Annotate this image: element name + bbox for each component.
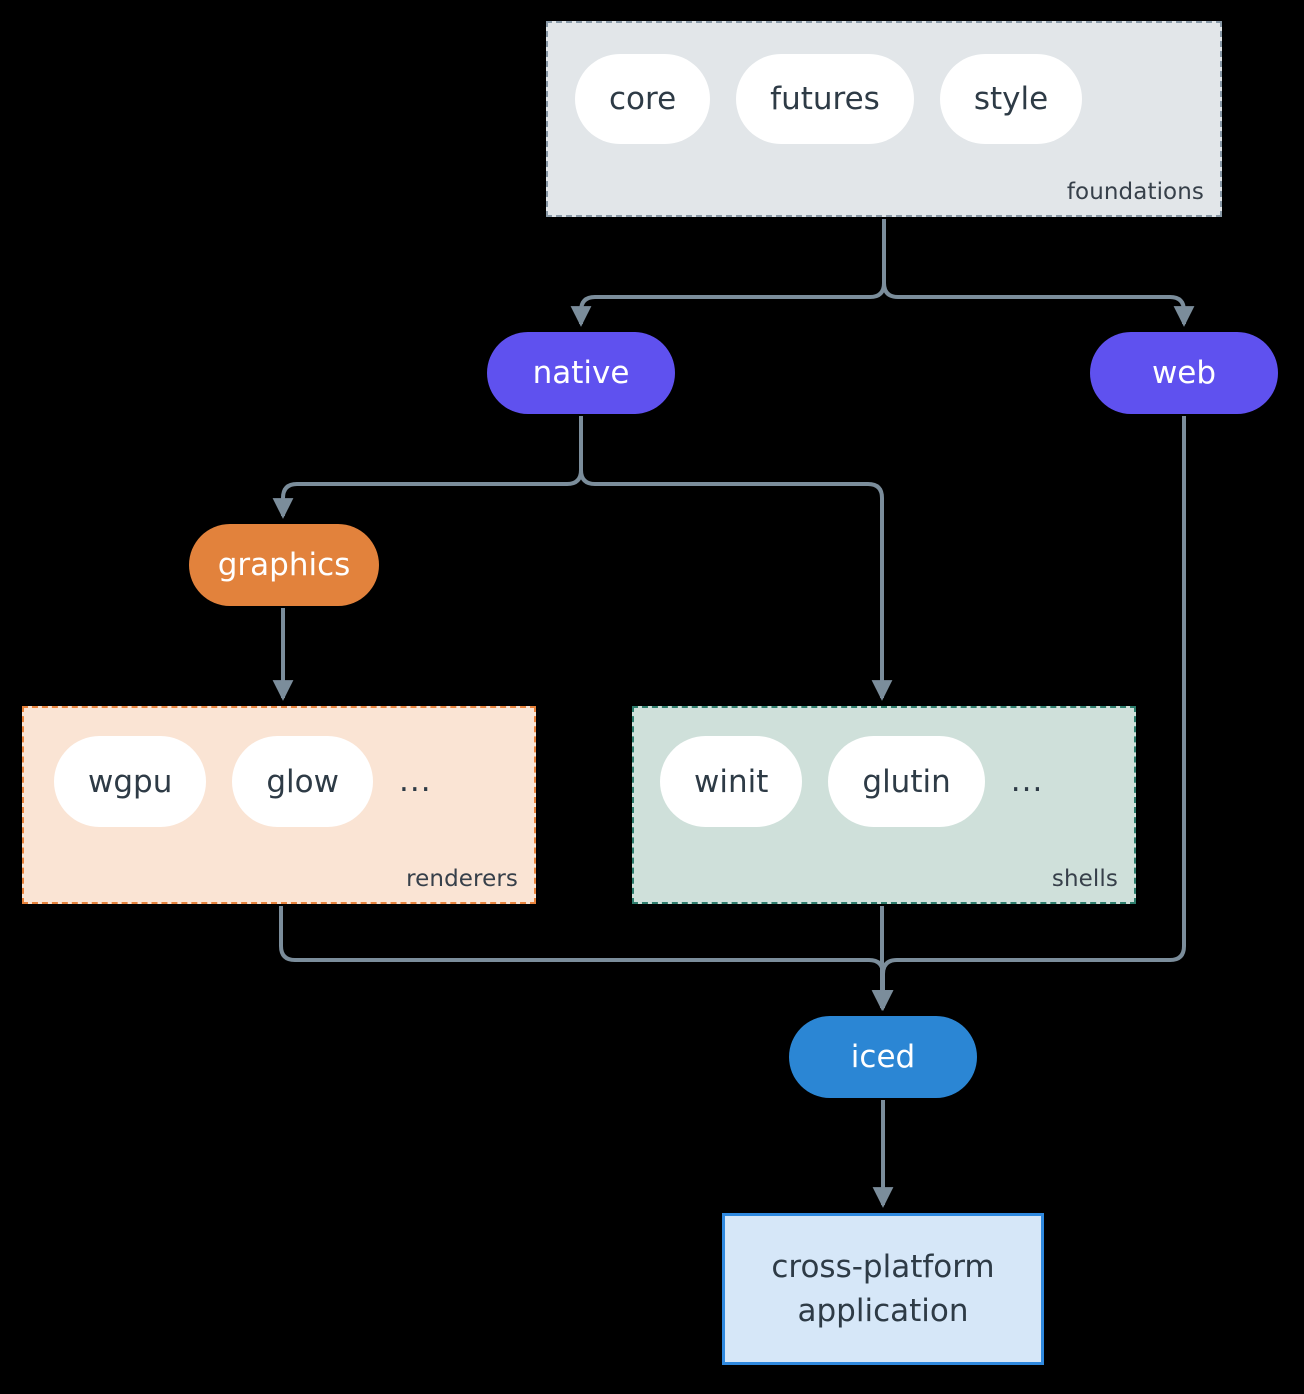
group-shells: winit glutin ... shells	[632, 706, 1136, 904]
node-iced[interactable]: iced	[789, 1016, 977, 1098]
group-foundations: core futures style foundations	[546, 21, 1222, 217]
chip-style[interactable]: style	[939, 54, 1083, 144]
application-label-line2: application	[797, 1293, 969, 1329]
edge-native-to-graphics	[272, 416, 583, 519]
foundations-chip-row: core futures style	[575, 54, 1083, 144]
group-label-foundations: foundations	[1066, 179, 1204, 205]
chip-futures[interactable]: futures	[736, 54, 914, 144]
edge-foundations-to-web	[882, 282, 1195, 327]
node-cross-platform-application[interactable]: cross-platform application	[722, 1213, 1044, 1365]
chip-glutin[interactable]: glutin	[828, 736, 985, 827]
group-renderers: wgpu glow ... renderers	[22, 706, 536, 904]
group-label-shells: shells	[1051, 866, 1118, 892]
shells-chip-row: winit glutin ...	[660, 736, 1043, 827]
chip-core[interactable]: core	[575, 54, 711, 144]
node-graphics[interactable]: graphics	[189, 524, 379, 606]
node-web[interactable]: web	[1090, 332, 1278, 414]
renderers-chip-row: wgpu glow ...	[54, 736, 432, 827]
edge-renderers-to-iced	[279, 906, 894, 1011]
edge-foundations-to-native	[570, 219, 886, 327]
application-label-line1: cross-platform	[771, 1248, 995, 1285]
chip-winit[interactable]: winit	[660, 736, 803, 827]
group-label-renderers: renderers	[406, 866, 518, 892]
node-native[interactable]: native	[487, 332, 675, 414]
chip-glow[interactable]: glow	[232, 736, 373, 827]
edge-native-to-shells	[579, 469, 893, 701]
chip-wgpu[interactable]: wgpu	[54, 736, 207, 827]
renderers-ellipsis: ...	[398, 763, 432, 799]
shells-ellipsis: ...	[1010, 763, 1044, 799]
